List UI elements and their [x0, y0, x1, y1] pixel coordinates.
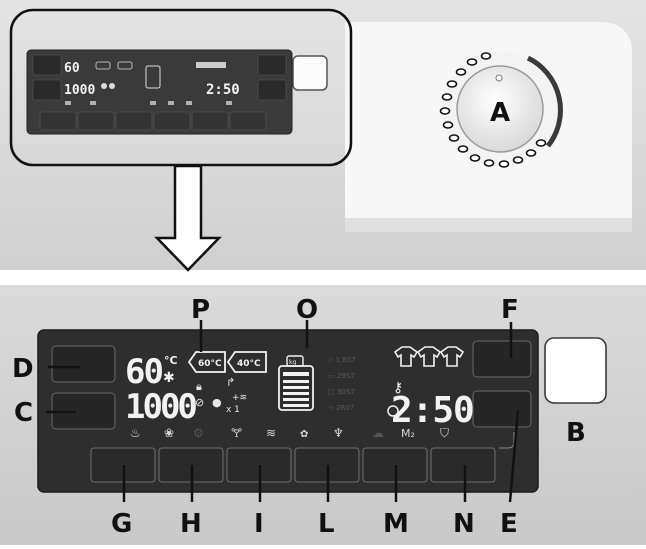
mini-temperature-readout: 60	[64, 61, 80, 76]
label-p: P	[191, 295, 210, 325]
steam-icon: ✿	[300, 429, 308, 440]
label-c: C	[14, 398, 33, 428]
machine-overview: 60 1000 2:50	[0, 0, 646, 272]
label-b: B	[566, 418, 586, 448]
fan-icon: ❀	[164, 426, 174, 440]
svg-text:◇ 1,8S7: ◇ 1,8S7	[328, 356, 356, 364]
shirt-icon	[393, 346, 419, 367]
svg-text:60°C: 60°C	[198, 359, 222, 369]
key-icon: ⚷	[393, 380, 403, 396]
pot-icon: ♨	[130, 426, 141, 440]
mini-spin-readout: 1000	[64, 83, 95, 98]
load-weight-icon: kg	[278, 355, 314, 411]
shirt-icon-2	[416, 346, 442, 367]
badge-60c: 60°C	[187, 351, 226, 373]
temperature-unit: °C	[164, 354, 178, 367]
button-f[interactable]	[472, 340, 532, 378]
detergent-icon: ⛉	[440, 426, 449, 440]
m2-indicator: M₂	[401, 427, 415, 440]
leaf-icon: ⊘	[195, 396, 204, 409]
leader-lines	[46, 320, 520, 503]
button-n[interactable]	[430, 447, 496, 483]
button-d[interactable]	[51, 345, 116, 383]
mini-display-panel: 60 1000 2:50	[26, 49, 293, 135]
dry-icon: ⚙	[193, 426, 204, 440]
label-g: G	[111, 509, 132, 539]
label-m: M	[383, 509, 409, 539]
label-l: L	[318, 509, 335, 539]
wifi-icon: ≋	[266, 426, 276, 440]
label-h: H	[180, 509, 202, 539]
shirt-icon-3	[439, 346, 465, 367]
label-n: N	[453, 509, 475, 539]
snowflake-icon: ✱	[163, 370, 175, 386]
dot-icon: ●	[212, 396, 222, 409]
badge-40c: 40°C	[226, 351, 267, 373]
svg-text:40°C: 40°C	[237, 359, 261, 369]
spin-readout: 1000	[125, 387, 196, 427]
soil-level-icons	[393, 346, 465, 367]
water-drop-icon: 🝖	[231, 426, 242, 440]
svg-text:kg: kg	[289, 359, 296, 366]
rinse-plus-icon: +≋	[232, 393, 247, 403]
lock-icon: 🔒︎	[196, 380, 202, 393]
label-i: I	[254, 509, 264, 539]
time-readout: 2:50	[391, 390, 474, 431]
multiplier-icon: x 1	[226, 405, 240, 415]
label-f: F	[501, 295, 519, 325]
tap-icon: ↱	[226, 376, 235, 389]
tub-icon: ♆	[333, 426, 344, 440]
svg-text:⊹ 2R07: ⊹ 2R07	[328, 404, 354, 412]
cloud-icon: ☁	[372, 426, 384, 440]
program-knob: A	[439, 51, 563, 168]
temperature-readout: 60	[125, 352, 162, 392]
zoomed-control-panel: 60 °C ✱ 1000 2:50 60°C 40°C kg 🔒︎	[0, 285, 646, 545]
timer-icon	[387, 405, 399, 417]
button-b[interactable]	[544, 337, 607, 404]
mini-time-readout: 2:50	[206, 82, 240, 98]
svg-text:▭ 29S7: ▭ 29S7	[328, 372, 355, 380]
svg-text:□ 30S7: □ 30S7	[328, 388, 355, 396]
button-e[interactable]	[472, 390, 532, 428]
label-d: D	[12, 354, 34, 384]
knob-program-dots	[439, 52, 547, 168]
knob-dial	[456, 65, 544, 153]
label-e: E	[500, 509, 518, 539]
zoom-arrow	[154, 164, 222, 272]
label-o: O	[296, 295, 318, 325]
button-b-thumbnail	[292, 55, 328, 91]
label-a: A	[490, 98, 510, 128]
